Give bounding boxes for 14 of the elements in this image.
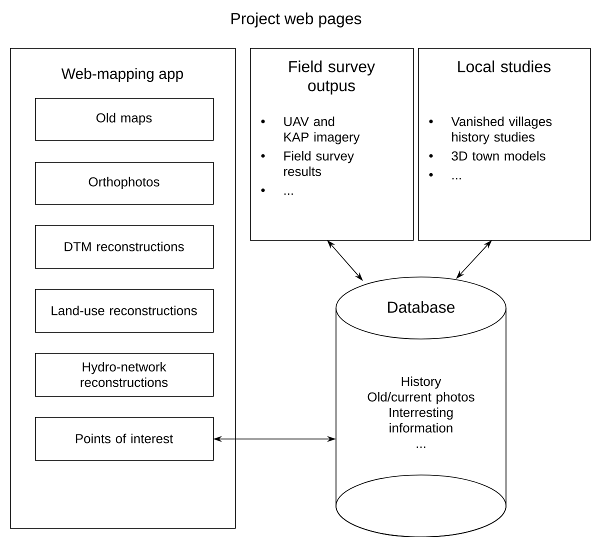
node-label: History — [402, 376, 442, 389]
process-box: Old maps — [35, 98, 214, 141]
panel: Local studies Vanished villages history studies 3D town models ... — [418, 48, 591, 241]
process-box: Land-use reconstructions — [35, 288, 214, 333]
node-label: Old/current photos — [368, 392, 474, 404]
process-box: Orthophotos — [35, 162, 214, 205]
database-cylinder: Database History Old/current photos Interresting information ... — [336, 276, 506, 537]
node-label: Interresting information — [390, 408, 453, 433]
process-box: DTM reconstructions — [35, 224, 214, 269]
process-box: Hydro-network reconstructions — [35, 352, 214, 397]
panel: Field survey outpus UAV and KAP imagery Field survey results ... — [250, 48, 414, 241]
title: Project web pages — [232, 12, 362, 28]
process-box: Points of interest — [35, 416, 214, 461]
node-label: ... — [416, 446, 426, 448]
